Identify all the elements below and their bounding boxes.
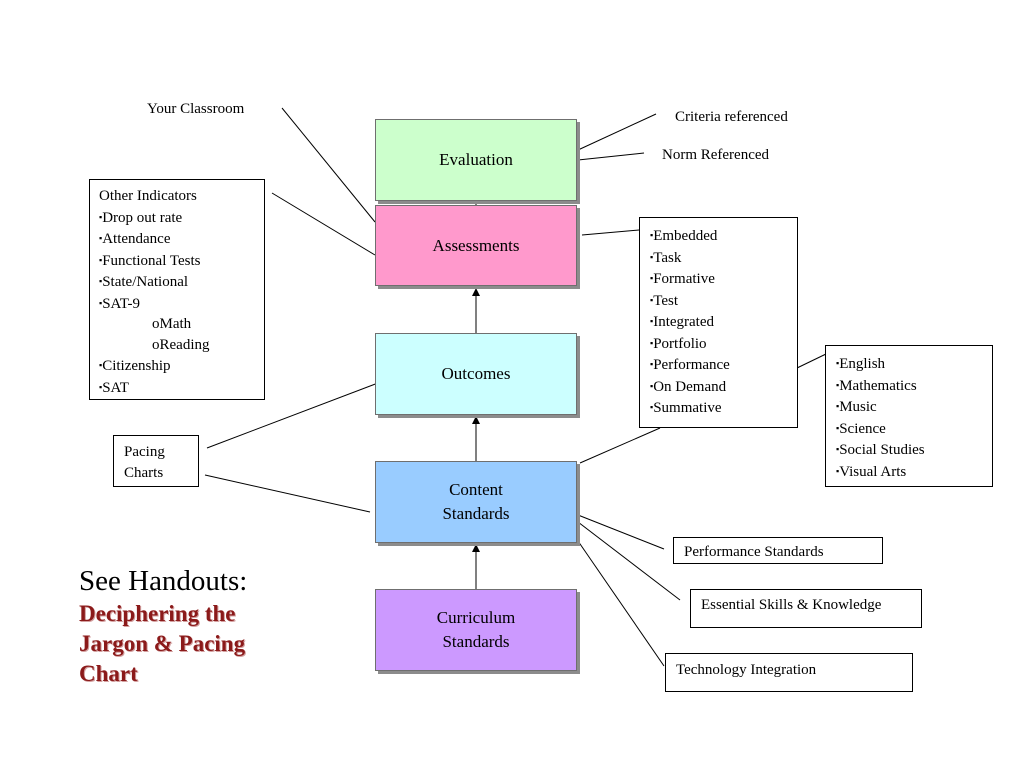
sub-list-item: oMath	[152, 316, 192, 332]
content-standards-label-line1: Content	[449, 480, 503, 499]
assessments-label: Assessments	[432, 235, 520, 255]
list-item: ▪Mathematics	[836, 377, 917, 394]
bullet-icon: ▪	[99, 360, 103, 370]
line-content-assessment-types	[579, 427, 661, 464]
bullet-icon: ▪	[650, 294, 654, 305]
pacing-charts-label-line2: Charts	[124, 464, 164, 481]
assessment-types-list: ▪Embedded ▪Task ▪Formative ▪Test ▪Integr…	[650, 225, 797, 419]
sub-bullet-icon: o	[152, 336, 160, 353]
curriculum-standards-label-line2: Standards	[442, 632, 510, 651]
list-item: ▪Portfolio	[650, 335, 707, 352]
list-item: ▪Visual Arts	[836, 463, 907, 480]
other-indicators-box: Other Indicators ▪Drop out rate ▪Attenda…	[89, 179, 265, 400]
bullet-icon: ▪	[650, 273, 654, 283]
list-item: ▪English	[836, 356, 886, 372]
handouts-subheading-line2: Jargon & Pacing	[79, 631, 246, 656]
sub-bullet-icon: o	[152, 316, 160, 332]
content-standards-node: Content Standards	[375, 461, 577, 543]
norm-referenced-label: Norm Referenced	[662, 147, 770, 163]
evaluation-node: Evaluation	[375, 119, 577, 201]
criteria-referenced-label: Criteria referenced	[675, 109, 788, 125]
bullet-icon: ▪	[99, 254, 103, 265]
list-item: ▪Integrated	[650, 314, 715, 330]
list-item: ▪Social Studies	[836, 442, 925, 458]
line-your-classroom	[281, 107, 376, 223]
list-item: ▪Test	[650, 292, 678, 309]
list-item: ▪Task	[650, 249, 682, 266]
bullet-icon: ▪	[836, 422, 840, 433]
line-norm-referenced	[577, 152, 645, 161]
line-pacing-content	[204, 474, 371, 513]
bullet-icon: ▪	[836, 379, 840, 390]
assessment-types-box: ▪Embedded ▪Task ▪Formative ▪Test ▪Integr…	[639, 217, 798, 428]
pacing-charts-label-line1: Pacing	[124, 444, 165, 460]
pacing-charts-box: Pacing Charts	[113, 435, 199, 487]
bullet-icon: ▪	[99, 233, 103, 243]
bullet-icon: ▪	[836, 444, 840, 454]
list-item: ▪Citizenship	[99, 358, 171, 374]
essential-skills-label: Essential Skills & Knowledge	[701, 597, 882, 613]
list-item: ▪Embedded	[650, 228, 718, 244]
performance-standards-box: Performance Standards	[673, 537, 883, 564]
list-item: ▪Formative	[650, 271, 715, 287]
subjects-box: ▪English ▪Mathematics ▪Music ▪Science ▪S…	[825, 345, 993, 487]
other-indicators-list: ▪Drop out rate ▪Attendance ▪Functional T…	[99, 207, 264, 399]
curriculum-standards-label-line1: Curriculum	[436, 608, 516, 627]
list-item: ▪Drop out rate	[99, 209, 183, 226]
your-classroom-label: Your Classroom	[147, 101, 245, 117]
line-content-technology	[577, 540, 665, 667]
bullet-icon: ▪	[650, 402, 654, 412]
outcomes-node: Outcomes	[375, 333, 577, 415]
technology-integration-box: Technology Integration	[665, 653, 913, 692]
bullet-icon: ▪	[836, 465, 840, 476]
bullet-icon: ▪	[650, 251, 654, 262]
list-item: ▪Science	[836, 420, 886, 437]
bullet-icon: ▪	[650, 316, 654, 326]
bullet-icon: ▪	[650, 337, 654, 348]
curriculum-standards-node: Curriculum Standards	[375, 589, 577, 671]
line-content-essential	[577, 521, 681, 601]
line-other-indicators	[271, 192, 376, 256]
subjects-list: ▪English ▪Mathematics ▪Music ▪Science ▪S…	[836, 353, 992, 482]
line-criteria-referenced	[577, 113, 657, 151]
list-item: ▪Music	[836, 399, 877, 415]
handouts-heading: See Handouts:	[79, 565, 248, 597]
list-item: ▪SAT	[99, 379, 129, 396]
content-standards-label-line2: Standards	[442, 504, 510, 523]
list-item: ▪Performance	[650, 357, 730, 373]
list-item: ▪Functional Tests	[99, 252, 201, 269]
bullet-icon: ▪	[99, 297, 103, 308]
performance-standards-label: Performance Standards	[684, 544, 824, 560]
list-item: ▪SAT-9	[99, 295, 140, 312]
bullet-icon: ▪	[836, 358, 840, 368]
technology-integration-label: Technology Integration	[676, 662, 817, 678]
essential-skills-box: Essential Skills & Knowledge	[690, 589, 922, 628]
bullet-icon: ▪	[99, 276, 103, 286]
assessments-node: Assessments	[375, 205, 577, 286]
list-item: ▪On Demand	[650, 378, 727, 395]
line-assessment-types	[581, 229, 640, 236]
line-content-performance	[577, 514, 665, 550]
list-item: ▪Attendance	[99, 231, 171, 247]
other-indicators-title: Other Indicators	[99, 188, 197, 204]
handouts-note: See Handouts: Deciphering the Jargon & P…	[79, 563, 319, 689]
line-outcomes-pacing	[206, 382, 379, 449]
line-subjects	[796, 353, 827, 369]
list-item: ▪Summative	[650, 400, 722, 416]
bullet-icon: ▪	[650, 380, 654, 391]
sub-list-item: oReading	[152, 336, 210, 353]
bullet-icon: ▪	[99, 211, 103, 222]
bullet-icon: ▪	[650, 359, 654, 369]
handouts-subheading-line3: Chart	[79, 661, 138, 686]
handouts-subheading-line1: Deciphering the	[79, 601, 236, 626]
list-item: ▪State/National	[99, 274, 189, 290]
evaluation-label: Evaluation	[439, 150, 513, 169]
bullet-icon: ▪	[650, 230, 654, 240]
outcomes-label: Outcomes	[441, 364, 511, 383]
bullet-icon: ▪	[99, 381, 103, 392]
bullet-icon: ▪	[836, 401, 840, 411]
